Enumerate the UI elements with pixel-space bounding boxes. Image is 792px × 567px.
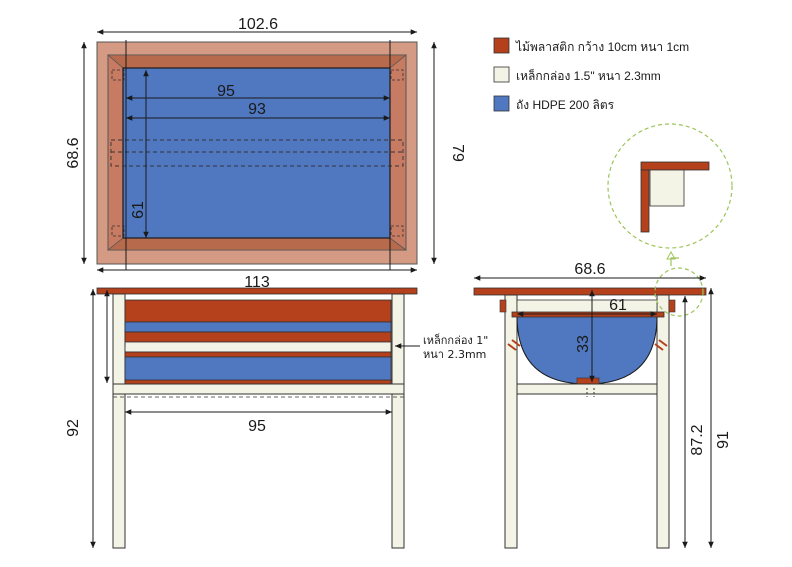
tank-band: [124, 331, 392, 343]
side-top-plank: [473, 287, 707, 296]
detail-arrow-icon: [666, 250, 676, 260]
corner-leg: [390, 225, 404, 237]
dim-side-frame-height: 87.2: [689, 424, 706, 455]
dim-height: 92: [65, 419, 82, 437]
tank-band: [124, 356, 392, 382]
tank-band: [124, 299, 392, 323]
callout-line1: เหล็กกล่อง 1": [423, 333, 488, 347]
dim-side-width: 68.6: [574, 261, 605, 278]
detail-steel: [649, 169, 685, 207]
callout-line2: หนา 2.3mm: [423, 348, 486, 361]
tank-band: [124, 321, 392, 333]
dim-side-total-height: 91: [715, 431, 732, 449]
dim-tank-length: 95: [217, 83, 235, 100]
weld-mark: [507, 339, 521, 351]
front-leg-right: [391, 293, 405, 549]
tank-band: [124, 351, 392, 358]
detail-callout-large: [607, 123, 733, 249]
side-leg-right: [656, 294, 670, 549]
front-view: เหล็กกล่อง 1" หนา 2.3mm 92 95: [65, 287, 488, 549]
dim-tank-depth: 33: [575, 335, 592, 353]
side-view: 68.6 61 33 87.2 91: [473, 123, 733, 549]
tank-swatch-icon: [493, 95, 510, 112]
frame-bevel: [106, 54, 408, 69]
tank-band: [124, 379, 392, 385]
steel-crossbar: [124, 341, 392, 353]
detail-callout-small: [654, 267, 704, 317]
weld-mark: [654, 339, 668, 351]
bottom-crossbar: [112, 383, 405, 395]
tank-support: [576, 377, 600, 385]
dim-tank-width: 61: [130, 201, 147, 219]
detail-wood-top: [640, 161, 710, 171]
steel-swatch-icon: [493, 66, 510, 83]
wood-swatch-icon: [493, 37, 510, 54]
front-leg-left: [112, 293, 126, 549]
detail-leader: [670, 257, 679, 266]
corner-leg: [111, 225, 125, 237]
frame-bevel: [106, 237, 408, 251]
top-plank: [96, 287, 418, 295]
hidden-crossbar: [110, 139, 404, 167]
dim-overall-width: 113: [244, 274, 270, 291]
detail-wood-side: [640, 169, 650, 233]
dim-side-tank-width: 61: [609, 297, 627, 314]
dim-inner-span: 95: [248, 418, 266, 435]
side-leg-left: [504, 294, 518, 549]
side-bracket: [668, 299, 676, 313]
corner-leg: [390, 69, 404, 81]
tank-top-view: [122, 67, 391, 239]
dim-inner-length: 93: [248, 101, 266, 118]
legend: ไม้พลาสติก กว้าง 10cm หนา 1cm เหล็กกล่อง…: [493, 37, 689, 112]
side-bracket: [499, 299, 507, 313]
dim-outer-width: 102.6: [238, 16, 278, 33]
legend-item-steel: เหล็กกล่อง 1.5" หนา 2.3mm: [516, 68, 661, 83]
dim-outer-height: 79: [449, 144, 466, 162]
legend-item-wood: ไม้พลาสติก กว้าง 10cm หนา 1cm: [515, 40, 689, 54]
top-view: 102.6 95 93 61 68.6 79 113: [65, 16, 466, 291]
corner-leg: [111, 69, 125, 81]
legend-item-tank: ถัง HDPE 200 ลิตร: [516, 98, 615, 112]
dim-frame-height: 68.6: [65, 137, 82, 168]
